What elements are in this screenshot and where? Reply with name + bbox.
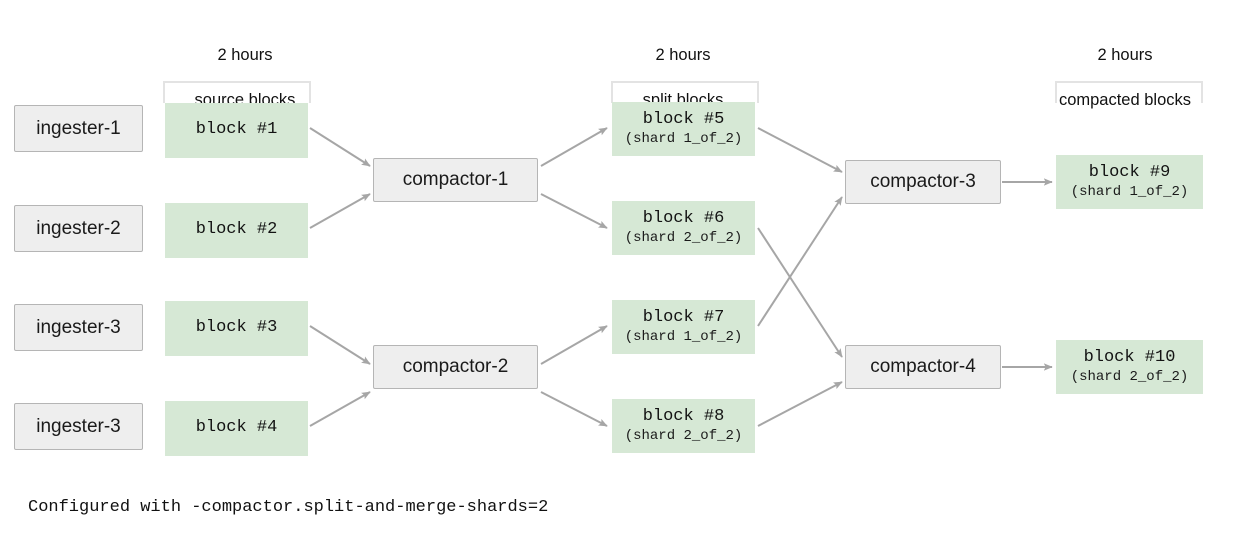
diagram-caption: Configured with -compactor.split-and-mer… [28, 498, 549, 517]
split-block-label-7: block #7 [642, 307, 725, 327]
split-block-label-8: block #8 [642, 406, 725, 426]
edge-block2-to-compactor1 [309, 193, 371, 229]
split-block-shard-7: (shard 1_of_2) [624, 329, 743, 346]
compactor-box-2[interactable]: compactor-2 [373, 345, 538, 389]
ingester-label-2: ingester-2 [36, 217, 121, 239]
compacted-block-shard-10: (shard 2_of_2) [1070, 369, 1189, 386]
ingester-box-4[interactable]: ingester-3 [14, 403, 143, 450]
compacted-block-10[interactable]: block #10 (shard 2_of_2) [1056, 340, 1203, 394]
edge-block1-to-compactor1 [309, 127, 371, 167]
split-block-7[interactable]: block #7 (shard 1_of_2) [612, 300, 755, 354]
ingester-label-4: ingester-3 [36, 415, 121, 437]
source-block-1[interactable]: block #1 [165, 103, 308, 158]
compacted-block-label-9: block #9 [1088, 162, 1171, 182]
compactor-label-3: compactor-3 [870, 171, 976, 193]
split-block-shard-6: (shard 2_of_2) [624, 230, 743, 247]
group-label-source-line1: 2 hours [217, 46, 273, 65]
split-block-label-5: block #5 [642, 109, 725, 129]
compactor-box-4[interactable]: compactor-4 [845, 345, 1001, 389]
edge-compactor2-to-block8 [540, 391, 608, 427]
compactor-box-3[interactable]: compactor-3 [845, 160, 1001, 204]
bracket-compacted-blocks [1055, 81, 1203, 103]
edge-block8-to-compactor4 [757, 381, 843, 427]
compactor-label-2: compactor-2 [402, 356, 509, 378]
bracket-split-blocks [611, 81, 759, 103]
split-block-6[interactable]: block #6 (shard 2_of_2) [612, 201, 755, 255]
compactor-label-4: compactor-4 [870, 356, 976, 378]
edge-block6-to-compactor4 [757, 227, 843, 358]
edge-compactor1-to-block5 [540, 127, 608, 167]
group-label-compacted-line2: compacted blocks [1058, 90, 1192, 109]
ingester-box-3[interactable]: ingester-3 [14, 304, 143, 351]
bracket-source-blocks [163, 81, 311, 103]
edge-compactor2-to-block7 [540, 325, 608, 365]
split-block-shard-5: (shard 1_of_2) [624, 131, 743, 148]
edge-compactor1-to-block6 [540, 193, 608, 229]
edge-block3-to-compactor2 [309, 325, 371, 365]
ingester-label-1: ingester-1 [36, 117, 121, 139]
split-block-shard-8: (shard 2_of_2) [624, 428, 743, 445]
source-block-2[interactable]: block #2 [165, 203, 308, 258]
group-label-compacted-blocks: 2 hours compacted blocks [1040, 22, 1210, 133]
source-block-4[interactable]: block #4 [165, 401, 308, 456]
split-block-label-6: block #6 [642, 208, 725, 228]
group-label-split-line1: 2 hours [655, 46, 711, 65]
edge-block4-to-compactor2 [309, 391, 371, 427]
ingester-box-2[interactable]: ingester-2 [14, 205, 143, 252]
edge-block5-to-compactor3 [757, 127, 843, 173]
ingester-label-3: ingester-3 [36, 316, 121, 338]
source-block-label-4: block #4 [195, 418, 278, 438]
source-block-3[interactable]: block #3 [165, 301, 308, 356]
group-label-compacted-line1: 2 hours [1097, 46, 1153, 65]
split-block-8[interactable]: block #8 (shard 2_of_2) [612, 399, 755, 453]
compacted-block-shard-9: (shard 1_of_2) [1070, 184, 1189, 201]
source-block-label-3: block #3 [195, 318, 278, 338]
source-block-label-1: block #1 [195, 120, 278, 140]
compacted-block-9[interactable]: block #9 (shard 1_of_2) [1056, 155, 1203, 209]
compacted-block-label-10: block #10 [1083, 347, 1176, 367]
ingester-box-1[interactable]: ingester-1 [14, 105, 143, 152]
source-block-label-2: block #2 [195, 220, 278, 240]
split-block-5[interactable]: block #5 (shard 1_of_2) [612, 102, 755, 156]
compactor-box-1[interactable]: compactor-1 [373, 158, 538, 202]
edge-block7-to-compactor3 [757, 196, 843, 327]
compactor-label-1: compactor-1 [402, 169, 509, 191]
